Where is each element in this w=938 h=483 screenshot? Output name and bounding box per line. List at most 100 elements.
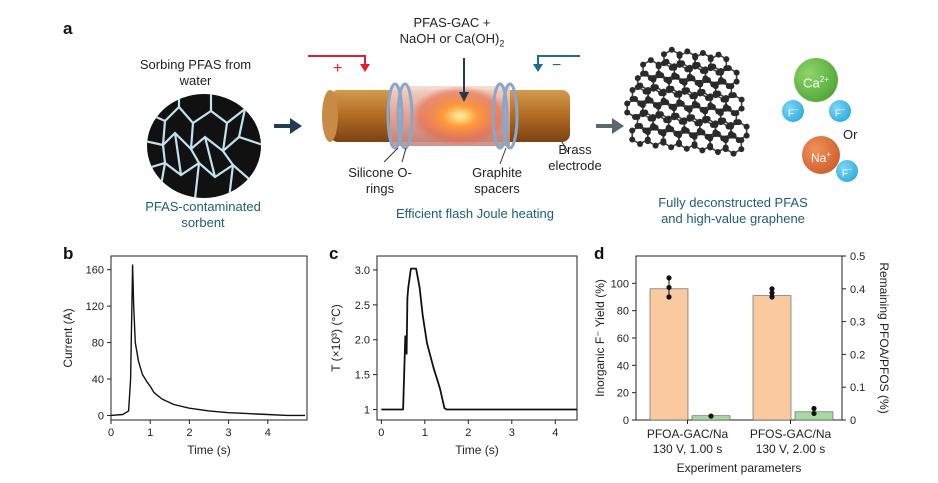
graphene-atom xyxy=(645,88,652,95)
graphene-atom xyxy=(715,90,722,97)
graphene-atom xyxy=(658,72,665,79)
graphene-atom xyxy=(714,149,721,155)
graphene-atom xyxy=(644,138,651,145)
graphene-atom xyxy=(691,93,698,100)
graphene-atom xyxy=(696,120,703,127)
or-label: Or xyxy=(843,127,858,142)
graphene-atom xyxy=(655,103,662,110)
graphene-atom xyxy=(676,52,683,59)
graphene-atom xyxy=(683,145,690,152)
graphene-atom xyxy=(738,105,745,112)
y-right-tick-label: 0.3 xyxy=(850,317,865,329)
fluoride-charge: − xyxy=(848,167,853,174)
graphene-atom xyxy=(647,57,654,64)
y-axis-label: Current (A) xyxy=(61,308,75,367)
graphene-atom xyxy=(637,123,643,129)
graphene-atom xyxy=(694,102,701,109)
graphene-atom xyxy=(676,91,683,98)
graphene-atom xyxy=(723,96,730,103)
y-tick-label: 80 xyxy=(617,306,629,318)
graphene-atom xyxy=(715,51,722,58)
graphene-atom xyxy=(632,96,638,102)
graphene-atom xyxy=(730,132,737,139)
product-caption: Fully deconstructed PFAS and high-value … xyxy=(658,195,808,226)
graphene-atom xyxy=(686,66,693,73)
graphene-atom xyxy=(699,147,706,154)
graphene-atom xyxy=(730,150,737,157)
y-right-tick-label: 0 xyxy=(850,415,856,427)
bar-fluoride-yield xyxy=(752,295,792,421)
x-axis-label: Experiment parameters xyxy=(677,461,802,475)
graphene-atom xyxy=(738,137,745,144)
precursor-line2: NaOH or Ca(OH)2 xyxy=(393,31,511,52)
y-tick-label: 1.5 xyxy=(355,370,370,382)
graphene-atom xyxy=(624,100,631,107)
y-right-tick-label: 0.4 xyxy=(850,284,865,296)
graphene-atom xyxy=(728,83,735,90)
graphene-atom xyxy=(634,75,641,82)
panel-a-label: a xyxy=(63,19,73,38)
y-tick-label: 120 xyxy=(86,301,104,313)
plus-terminal-label: + xyxy=(333,60,343,77)
graphene-atom xyxy=(684,48,691,55)
fluoride-ion: F− xyxy=(782,100,804,122)
y-tick-label: 40 xyxy=(617,360,629,372)
graphene-atom xyxy=(665,78,672,85)
fluoride-symbol: F xyxy=(787,108,794,120)
x-tick-label: 0 xyxy=(108,427,114,439)
minus-terminal-label: − xyxy=(552,57,562,74)
x-tick-label: 0 xyxy=(378,427,384,439)
y-right-axis-label: Remaining PFOA/PFOS (%) xyxy=(877,262,890,413)
graphene-atom xyxy=(699,129,706,136)
y-right-tick-label: 0.5 xyxy=(850,251,865,263)
graphene-atom xyxy=(691,133,698,140)
fluoride-symbol: F xyxy=(834,108,841,120)
y-right-tick-label: 0.2 xyxy=(850,349,865,361)
graphene-atom xyxy=(738,146,745,153)
brass-electrode-caption: Brass electrode xyxy=(548,142,602,173)
sodium-symbol: Na xyxy=(810,151,827,165)
x-tick-label: 1 xyxy=(422,427,428,439)
graphene-atom xyxy=(743,132,750,139)
sodium-charge: + xyxy=(826,150,831,159)
graphene-atom xyxy=(684,87,691,94)
graphene-atom xyxy=(657,111,664,118)
y-tick-label: 0 xyxy=(98,410,104,422)
precursor-formula: NaOH or Ca(OH) xyxy=(399,31,500,46)
y-tick-label: 1 xyxy=(364,405,370,417)
precursor-subscript: 2 xyxy=(499,38,505,49)
graphene-atom xyxy=(709,104,716,110)
graphene-atom xyxy=(644,129,651,136)
data-point xyxy=(708,413,714,419)
arrow-right-icon xyxy=(596,118,624,134)
x-axis-label: Time (s) xyxy=(455,443,499,457)
graphene-atom xyxy=(681,79,688,86)
data-point xyxy=(666,294,672,300)
fluoride-charge: − xyxy=(841,107,846,114)
graphene-atom xyxy=(650,76,657,83)
graphene-atom xyxy=(675,141,682,148)
graphene-atom xyxy=(642,109,649,116)
fluoride-ion: F− xyxy=(829,100,851,122)
graphene-atom xyxy=(652,84,659,91)
category-label-line1: PFOS-GAC/Na xyxy=(750,427,832,441)
x-tick-label: 2 xyxy=(186,427,192,439)
fjh-caption: Efficient flash Joule heating xyxy=(395,206,555,221)
graphene-atom xyxy=(679,60,686,67)
x-tick-label: 4 xyxy=(552,427,558,439)
graphene-atom xyxy=(699,88,706,95)
y-tick-label: 160 xyxy=(86,265,104,277)
graphene-atom xyxy=(640,61,647,68)
graphene-atom xyxy=(668,144,675,151)
contaminated-sorbent-caption: PFAS-contaminated sorbent xyxy=(145,199,261,230)
sorb-caption: Sorbing PFAS from water xyxy=(139,57,252,88)
x-tick-label: 4 xyxy=(265,427,271,439)
graphene-atom xyxy=(689,75,696,82)
x-tick-label: 3 xyxy=(226,427,232,439)
graphene-atom xyxy=(668,46,675,53)
graphene-atom xyxy=(673,112,680,119)
graphene-atom xyxy=(725,65,732,72)
graphene-atom xyxy=(689,114,696,121)
